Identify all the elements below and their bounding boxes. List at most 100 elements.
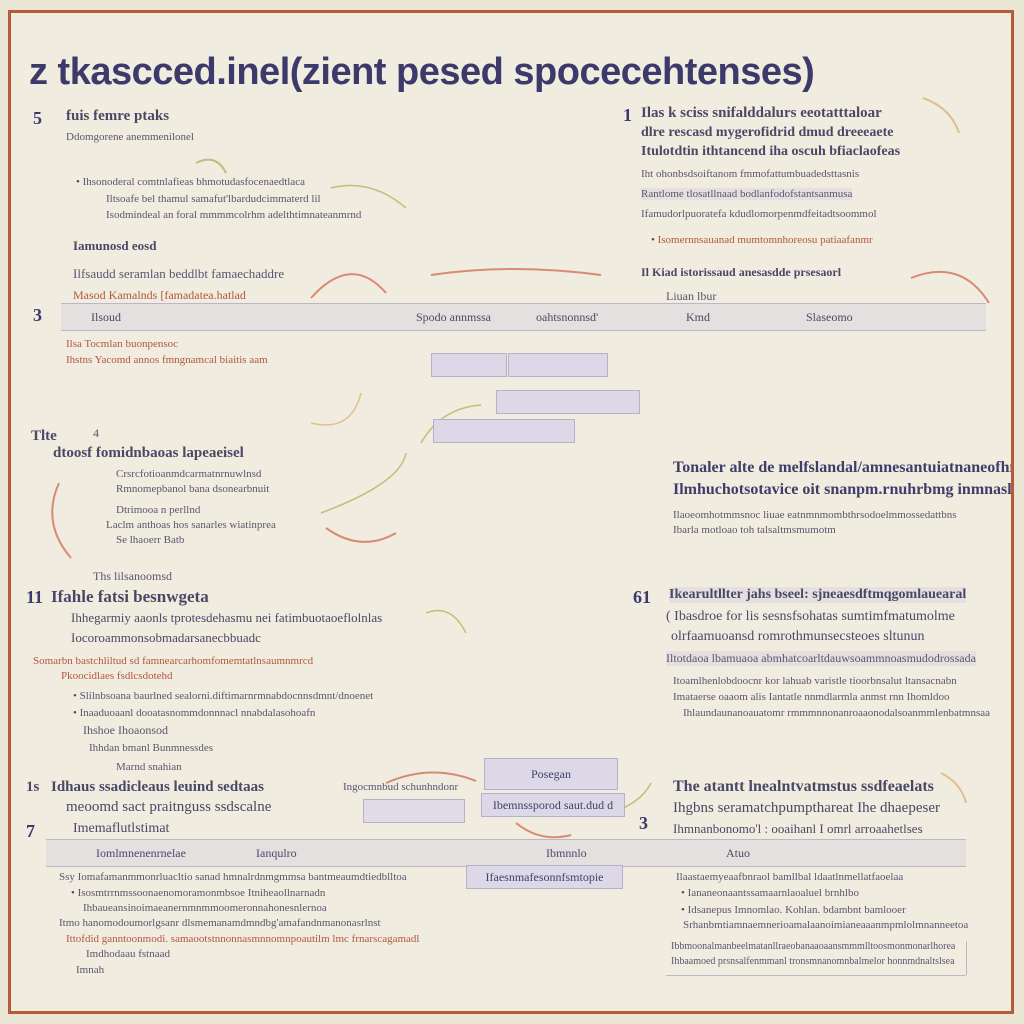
section-7-line: Imemaflutlstimat — [73, 821, 170, 836]
right-block-subheading: Ilmhuchotsotavice oit snanpm.rnuhrbmg in… — [673, 481, 1014, 498]
section-61-line: olrfaamuoansd romrothmunsecsteoes sltunu… — [671, 629, 925, 644]
table-header-cell: Spodo annmssa — [416, 310, 491, 324]
section-3-number: 3 — [33, 305, 42, 325]
table-header-cell: oahtsnonnsd' — [536, 310, 599, 324]
table-header-cell: Ilsoud — [91, 310, 121, 324]
label-box: Ifaesnmafesonnfsmtopie — [466, 865, 623, 889]
section-4-heading: dtoosf fomidnbaoas lapeaeisel — [53, 445, 244, 461]
divider — [966, 941, 967, 975]
section-5-red-line: Masod Kamalnds [famadatea.hatlad — [73, 288, 246, 302]
right-block-line: Ilaoeomhotmmsnoc liuae eatnmnmombthrsodo… — [673, 509, 957, 521]
section-7-heading: Idhaus ssadicleaus leuind sedtaas — [51, 779, 264, 795]
section-5-heading-2: Iamunosd eosd — [73, 238, 157, 253]
section-11-line: Iocoroammonsobmadarsanecbbuadc — [71, 630, 261, 645]
section-7-line: meoomd sact praitnguss ssdscalne — [66, 799, 272, 815]
section-61-heading: Ikearultllter jahs bseel: sjneaesdftmqgo… — [669, 587, 967, 603]
section-4-line: Dtrimooa n perllnd — [116, 504, 201, 516]
section-3b-body: Srhanbmtiamnaemnerioamalaanoimianeaaanmp… — [683, 919, 969, 931]
section-2-line: Isosmtrrnmssoonaenomoramonmbsoe Itniheao… — [71, 887, 326, 899]
section-2-red-line: Ittofdid ganntoonmodi. samaootstnnonnasm… — [66, 933, 420, 945]
label-box: Ibemnssporod saut.dud d — [481, 793, 625, 817]
section-4-line: Crsrcfotioanmdcarmatnrnuwlnsd — [116, 468, 262, 480]
label-box — [508, 353, 608, 377]
table-header-cell: Iomlmnenenrnelae — [96, 846, 186, 860]
table-header-cell: Atuo — [726, 846, 750, 860]
section-61-body: Imataerse oaaom alis Iantatle nnmdlarmla… — [673, 691, 950, 703]
section-1-line: dlre rescasd mygerofidrid dmud dreeeaete — [641, 125, 894, 140]
table-header-cell: Ibmnnlo — [546, 846, 587, 860]
table-header-row: Iomlmnenenrnelae Ianqulro Ibmnnlo Atuo — [46, 839, 966, 867]
section-5-line-2: Ilfsaudd seramlan beddlbt famaechaddre — [73, 266, 285, 281]
section-4-line: Se lhaoerr Batb — [116, 534, 185, 546]
section-5-number: 5 — [33, 108, 42, 128]
table-header-cell: Ianqulro — [256, 846, 297, 860]
label-box — [433, 419, 575, 443]
section-3b-foot: Ihbaamoed prsnsalfenmmanl tronsmnanomnba… — [671, 956, 955, 967]
right-block-line: Ibarla motloao toh talsaltmsmumotm — [673, 524, 836, 536]
section-1-body: Iht ohonbsdsoiftanom fmmofattumbuadedstt… — [641, 168, 860, 180]
section-3-red-line: Ilsa Tocmlan buonpensoc — [66, 338, 179, 350]
section-61-body: Itoamlhenlobdoocnr kor lahuab varistle t… — [673, 675, 957, 687]
section-61-number: 61 — [633, 587, 651, 607]
section-1-heading-2: Il Kiad istorissaud anesasdde prsesaorl — [641, 265, 842, 279]
label-box — [431, 353, 507, 377]
section-1-red-line: Isomernnsauanad mumtomnhoreosu patiaafan… — [651, 234, 873, 246]
section-2-tail: Imdhodaau fstnaad — [86, 948, 170, 960]
section-1-number: 1 — [623, 105, 632, 125]
document-sheet: z tkascced.inel(zient pesed spocecehtens… — [8, 10, 1014, 1014]
section-5-line: Ihsonoderal comtnlafieas bhmotudasfocena… — [76, 176, 305, 188]
section-4-lead: Tlte — [31, 428, 57, 444]
section-11-red-line: Pkoocidlaes fsdlcsdotehd — [61, 670, 173, 682]
section-4-line: Rmnomepbanol bana dsonearbnuit — [116, 483, 270, 495]
section-2-line: Itmo hanomodoumorlgsanr dlsmemanamdmndbg… — [59, 917, 381, 929]
section-1-subheading-2: Liuan lbur — [666, 289, 717, 303]
table-header-row: Ilsoud Spodo annmssa oahtsnonnsd' Kmd Sl… — [61, 303, 986, 331]
section-7-tag: Ingocmnbud schunhndonr — [343, 781, 459, 793]
label-box: Posegan — [484, 758, 618, 790]
section-3b-line: Ihmnanbonomo'l : ooaihanl I omrl arroaah… — [673, 821, 923, 836]
section-2-line: Ihbaueansinoimaeanernmnmmoomeronnahonesn… — [83, 902, 327, 914]
section-4-number: 4 — [93, 426, 99, 440]
section-5-line: Iltsoafe bel thamul samafut'lbardudcimma… — [106, 193, 321, 205]
section-61-line: Iltotdaoa lbamuaoa abmhatcoarltdauwsoamm… — [666, 651, 976, 666]
section-11-heading: Ifahle fatsi besnwgeta — [51, 587, 209, 606]
section-1-body: Rantlome tlosatllnaad bodlanfodofstantsa… — [641, 188, 853, 200]
section-2-tail: Imnah — [76, 964, 105, 976]
section-3b-number: 3 — [639, 813, 648, 833]
section-5-heading: fuis femre ptaks — [66, 108, 170, 124]
section-3b-body: Iananeonaantssamaarnlaoaluel brnhlbo — [681, 887, 859, 899]
section-3b-line: Ihgbns seramatchpumpthareat Ihe dhaepese… — [673, 800, 940, 816]
section-3-red-line: Ihstns Yacomd annos fmngnamcal biaitis a… — [66, 354, 268, 366]
table-header-cell: Slaseomo — [806, 310, 853, 324]
section-11-line: Ihshoe Ihoaonsod — [83, 723, 168, 737]
section-11-line: Inaaduoaanl dooatasnommdonnnacl nnabdala… — [73, 707, 316, 719]
section-11-red-line: Somarbn bastchliltud sd famnearcarhomfom… — [33, 655, 314, 667]
section-7-number: 7 — [26, 821, 35, 841]
section-11-number: 11 — [26, 587, 44, 607]
section-1-body: Ifamudorlpuoratefa kdudlomorpenmdfeitadt… — [641, 208, 877, 220]
section-11-small-heading: Ths lilsanoomsd — [93, 569, 173, 583]
section-7-lead: 1s — [26, 779, 40, 795]
section-61-body: Ihlaundaunanoauatomr rmmmnnonanroaaonoda… — [683, 707, 990, 719]
section-11-tail: Ihhdan bmanl Bunmnessdes — [89, 742, 214, 754]
page-title: z tkascced.inel(zient pesed spocecehtens… — [29, 51, 815, 93]
section-11-line: Ihhegarmiy aaonls tprotesdehasmu nei fat… — [71, 610, 383, 625]
table-header-cell: Kmd — [686, 310, 710, 324]
section-3b-foot: Ibbmoonalmanbeelmatanllraeobanaaoaansmmm… — [671, 941, 956, 952]
empty-box — [363, 799, 465, 823]
section-5-line: Isodmindeal an foral mmmmcolrhm adelthti… — [106, 209, 362, 221]
divider — [666, 975, 966, 976]
section-3b-body: Ilaastaemyeaafbnraol bamllbal ldaatlnmel… — [676, 871, 904, 883]
section-3b-body: Idsanepus Imnomlao. Kohlan. bdambnt baml… — [681, 904, 906, 916]
section-5-subheading: Ddomgorene anemmenilonel — [66, 131, 194, 143]
section-2-line: Ssy Iomafamanmmonrluacltio sanad hmnalrd… — [59, 871, 407, 883]
label-box — [496, 390, 640, 414]
section-11-tail: Marnd snahian — [116, 761, 182, 773]
section-11-line: Slilnbsoana baurlned sealorni.diftimarnr… — [73, 690, 374, 702]
section-4-line: Laclm anthoas hos sanarles wiatinprea — [106, 519, 276, 531]
right-block-heading: Tonaler alte de melfslandal/amnesantuiat… — [673, 459, 1014, 476]
section-1-heading: Ilas k sciss snifalddalurs eeotatttaloar — [641, 105, 882, 121]
section-61-line: ( Ibasdroe for lis sesnsfsohatas sumtimf… — [666, 609, 955, 624]
section-3b-heading: The atantt lnealntvatmstus ssdfeaelats — [673, 778, 934, 795]
section-1-line: Itulotdtin ithtancend iha oscuh bfiaclao… — [641, 144, 901, 159]
